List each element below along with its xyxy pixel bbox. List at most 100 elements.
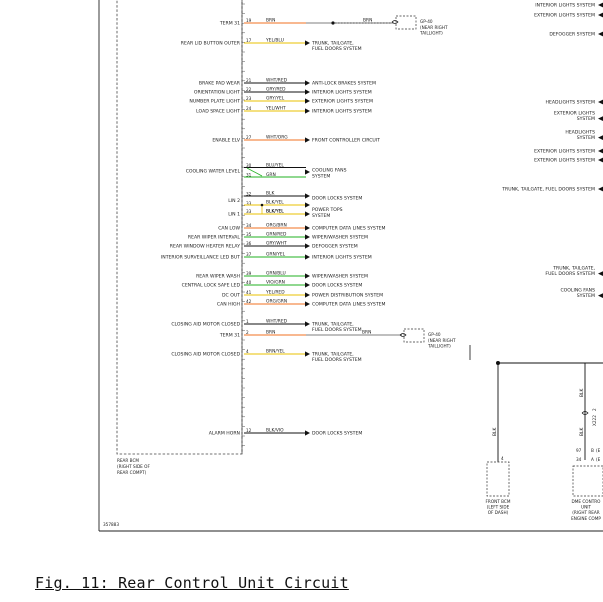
wire-color-label: GRN/RED [266,232,287,238]
rear-bcm-label-3: REAR COMPT) [117,470,147,475]
system-label: INTERIOR LIGHTS SYSTEM [535,3,595,9]
wire-color-label: YEL/WHT [265,106,286,112]
pin-function-label: LIN 1 [228,212,240,218]
pin-number: 30 [246,163,252,168]
front-bcm-label: FRONT BCM [486,499,511,504]
destination-label: INTERIOR LIGHTS SYSTEM [312,90,372,96]
arrow-head [598,293,603,298]
destination-label: COOLING FANS [312,168,347,174]
pin-function-label: DC OUT [222,293,240,299]
destination-label: TRUNK, TAILGATE, [311,322,354,328]
pin-function-label: NUMBER PLATE LIGHT [189,99,240,105]
arrow-head [305,80,310,86]
wire-color-label: BRN [362,330,371,336]
right-system-label: EXTERIOR LIGHTS SYSTEM [534,149,603,155]
arrow-head [305,193,310,199]
connector-box [403,328,425,343]
wire-color-label: BLK/YEL [266,209,284,215]
pin-function-label: ORIENTATION LIGHT [194,90,240,96]
pin-number: 36 [246,241,252,246]
destination-label: ANTI-LOCK BRAKES SYSTEM [312,81,376,87]
pin-number: 31 [246,173,252,178]
pin-function-label: LOAD SPACE LIGHT [196,109,240,115]
system-label: EXTERIOR LIGHTS SYSTEM [534,149,595,155]
destination-label: DOOR LOCKS SYSTEM [312,283,362,289]
connector-name: GP-40 [428,332,441,337]
wire-color-label: BRN/YEL [266,349,285,355]
pin-function-label: INTERIOR SURVEILLANCE LED BUT [161,255,240,261]
right-system-label: EXTERIOR LIGHTS SYSTEM [534,158,603,164]
pin-number: 33 [246,209,252,214]
term31-ground-link: BRN [306,18,394,25]
front-bcm-box [486,461,510,497]
arrow-head [305,321,310,327]
pin-side: (E [596,457,601,462]
pin-number: 39 [246,271,252,276]
pin-function-label: ENABLE ELV [212,138,241,144]
pin-number: 12 [246,428,252,433]
destination-label: EXTERIOR LIGHTS SYSTEM [312,99,373,105]
destination-label: FUEL DOORS SYSTEM [312,46,362,52]
destination-label: INTERIOR LIGHTS SYSTEM [312,109,372,115]
destination-label: COMPUTER DATA LINES SYSTEM [312,226,386,232]
term31-lower-ground-link: BRN [306,330,402,336]
pin-function-label: CENTRAL LOCK SAFE LED [182,283,241,289]
system-label: HEADLIGHTS SYSTEM [546,100,595,106]
pin-number: 41 [246,290,252,295]
pin-number: 33 [246,201,252,206]
wire-color-label: GRN/YEL [266,252,286,258]
pin-number: 27 [246,135,252,140]
dme-label: ENGINE COMP [571,516,601,521]
connector-symbol [391,20,399,24]
destination-label: INTERIOR LIGHTS SYSTEM [312,255,372,261]
destination-label: SYSTEM [312,213,330,219]
pin-number: 21 [246,78,252,83]
pin-number: 17 [246,38,252,43]
wire-color-label: BLU/YEL [266,162,284,168]
pin-function-label: TERM 31 [219,21,240,27]
connector-location: TAILLIGHT) [427,344,451,349]
pin-number: 42 [246,299,252,304]
arrow-head [598,2,603,8]
rear-bcm-label-2: (RIGHT SIDE OF [117,464,150,469]
wire-color-label: WHT/RED [266,319,288,325]
pin-number: 4 [246,349,249,354]
wire-color-label: BLK/YEL [266,200,284,206]
arrow-head [598,31,603,37]
pin-function-label: CAN HIGH [217,302,240,308]
arrow-head [598,99,603,105]
system-label: EXTERIOR LIGHTS SYSTEM [534,13,595,19]
wire-color-label: ORG/GRN [266,299,287,305]
pin-number: 19 [246,18,252,23]
destination-label: DOOR LOCKS SYSTEM [312,196,362,202]
destination-label: TRUNK, TAILGATE, [311,352,354,358]
pin-function-label: REAR WINDOW HEATER RELAY [170,244,240,250]
dme-box [572,465,603,497]
right-system-label: DEFOGGER SYSTEM [549,32,603,38]
connector-box [395,15,417,30]
arrow-head [598,157,603,163]
wire-color-label: BRN [266,330,275,336]
front-bcm-label: (LEFT SIDE [487,505,510,510]
destination-label: TRUNK, TAILGATE, [311,41,354,47]
pin-function-label: COOLING WATER LEVEL [186,169,241,175]
destination-label: POWER DISTRIBUTION SYSTEM [312,293,383,299]
rear-bcm-label-1: REAR BCM [117,458,139,463]
pin-function-label: LIN 2 [228,198,240,204]
dme-label: (RIGHT REAR [572,510,599,515]
diagram-id: 357883 [103,522,119,527]
